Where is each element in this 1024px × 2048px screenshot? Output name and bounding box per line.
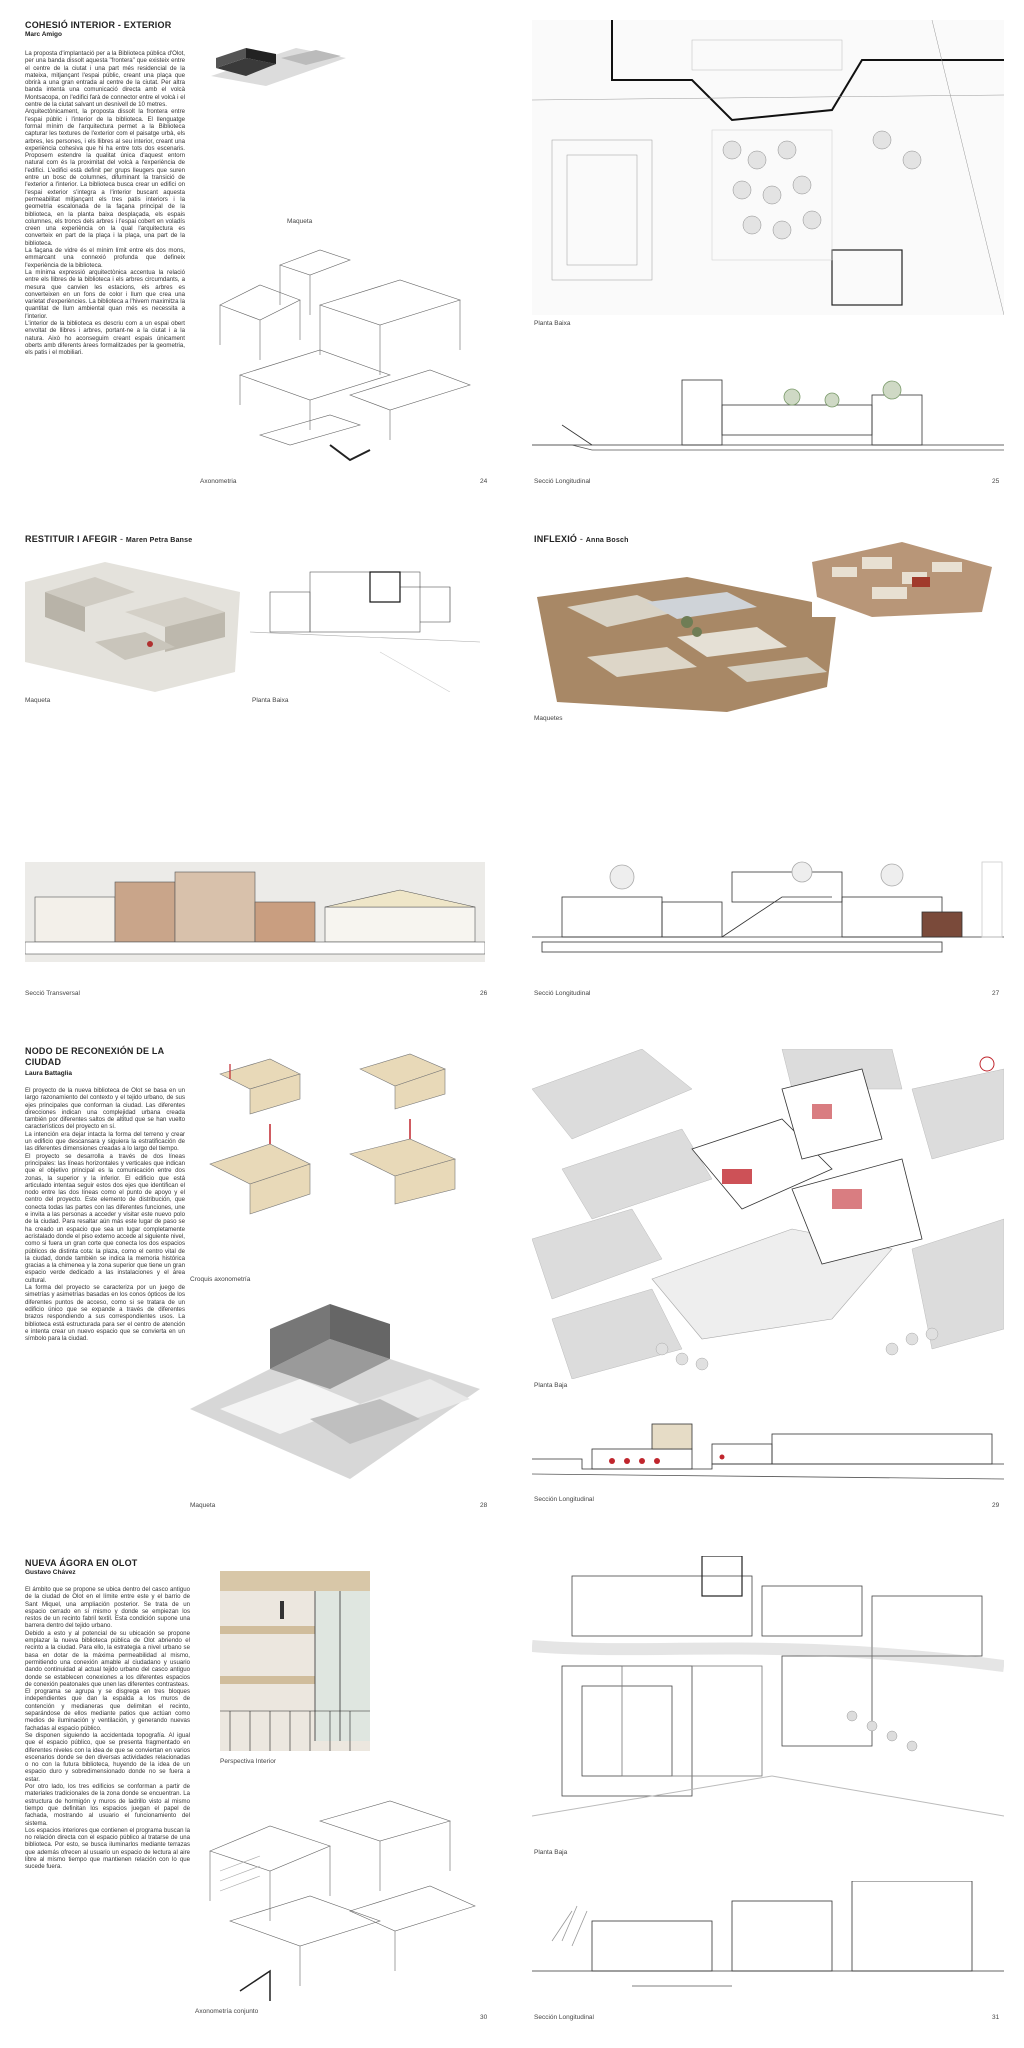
model-photo	[190, 1299, 480, 1494]
interior-perspective	[220, 1571, 370, 1751]
project-author: Maren Petra Banse	[125, 537, 193, 544]
model-photo	[25, 552, 240, 692]
caption: Maqueta	[287, 218, 313, 225]
project-title: NUEVA ÁGORA EN OLOT	[25, 1558, 138, 1568]
project-text: La proposta d'implantació per a la Bibli…	[25, 50, 185, 357]
project-title: NODO DE RECONEXIÓN DE LA CIUDAD	[25, 1046, 164, 1067]
page-number: 31	[992, 2014, 1000, 2021]
page-31: Planta Baja Sección Longitudinal 31	[512, 1536, 1024, 2048]
page-29: Planta Baja Sección Longitudinal 29	[512, 1024, 1024, 1536]
axonometry-drawing	[200, 245, 485, 475]
ground-floor-plan	[532, 1049, 1004, 1379]
project-title-line: RESTITUIR I AFEGIR - Maren Petra Banse	[25, 534, 193, 544]
project-title: RESTITUIR I AFEGIR	[25, 534, 118, 544]
page-number: 26	[480, 990, 488, 997]
longitudinal-section	[532, 857, 1004, 967]
project-author: Marc Amigo	[25, 31, 62, 38]
spread-26-27: RESTITUIR I AFEGIR - Maren Petra Banse M…	[0, 512, 1024, 1024]
project-title-line: INFLEXIÓ - Anna Bosch	[534, 534, 629, 544]
caption: Maquetes	[534, 715, 563, 722]
caption: Planta Baixa	[252, 697, 289, 704]
caption: Secció Transversal	[25, 990, 80, 997]
spread-28-29: NODO DE RECONEXIÓN DE LA CIUDAD Laura Ba…	[0, 1024, 1024, 1536]
project-title: COHESIÓ INTERIOR - EXTERIOR	[25, 20, 172, 30]
page-number: 24	[480, 478, 488, 485]
caption: Secció Longitudinal	[534, 478, 591, 485]
site-model-photo	[812, 542, 992, 617]
caption: Maqueta	[190, 1502, 216, 1509]
caption: Sección Longitudinal	[534, 2014, 594, 2021]
project-text: El ámbito que se propone se ubica dentro…	[25, 1586, 190, 1871]
cross-section	[25, 862, 485, 962]
project-author: Anna Bosch	[585, 537, 629, 544]
caption: Planta Baja	[534, 1849, 568, 1856]
axonometry-drawing	[200, 1791, 485, 2006]
project-author: Gustavo Chávez	[25, 1569, 76, 1576]
model-photo	[527, 577, 847, 712]
project-author: Laura Battaglia	[25, 1070, 72, 1077]
page-number: 25	[992, 478, 1000, 485]
axonometric-sketches	[190, 1044, 490, 1274]
caption: Planta Baja	[534, 1382, 568, 1389]
page-number: 30	[480, 2014, 488, 2021]
caption: Maqueta	[25, 697, 51, 704]
page-28: NODO DE RECONEXIÓN DE LA CIUDAD Laura Ba…	[0, 1024, 512, 1536]
page-number: 27	[992, 990, 1000, 997]
ground-floor-plan	[532, 20, 1004, 315]
caption: Axonometria	[200, 478, 237, 485]
page-number: 28	[480, 1502, 488, 1509]
project-text: El proyecto de la nueva biblioteca de Ol…	[25, 1087, 185, 1343]
page-26: RESTITUIR I AFEGIR - Maren Petra Banse M…	[0, 512, 512, 1024]
ground-floor-plan	[250, 552, 480, 692]
caption: Secció Longitudinal	[534, 990, 591, 997]
page-27: INFLEXIÓ - Anna Bosch Maquetes	[512, 512, 1024, 1024]
page-25: Planta Baixa Secció Longitudinal 25	[512, 0, 1024, 512]
page-30: NUEVA ÁGORA EN OLOT Gustavo Chávez El ám…	[0, 1536, 512, 2048]
caption: Planta Baixa	[534, 320, 571, 327]
model-photo	[206, 28, 351, 88]
caption: Perspectiva Interior	[220, 1758, 276, 1765]
ground-floor-plan	[532, 1556, 1004, 1841]
spread-30-31: NUEVA ÁGORA EN OLOT Gustavo Chávez El ám…	[0, 1536, 1024, 2048]
caption: Sección Longitudinal	[534, 1496, 594, 1503]
caption: Croquis axonometría	[190, 1276, 251, 1283]
longitudinal-section	[532, 1881, 1004, 2001]
page-number: 29	[992, 1502, 1000, 1509]
longitudinal-section	[532, 1409, 1004, 1494]
longitudinal-section	[532, 375, 1004, 470]
project-title: INFLEXIÓ	[534, 534, 578, 544]
spread-24-25: COHESIÓ INTERIOR - EXTERIOR Marc Amigo L…	[0, 0, 1024, 512]
caption: Axonometría conjunto	[195, 2008, 259, 2015]
page-24: COHESIÓ INTERIOR - EXTERIOR Marc Amigo L…	[0, 0, 512, 512]
